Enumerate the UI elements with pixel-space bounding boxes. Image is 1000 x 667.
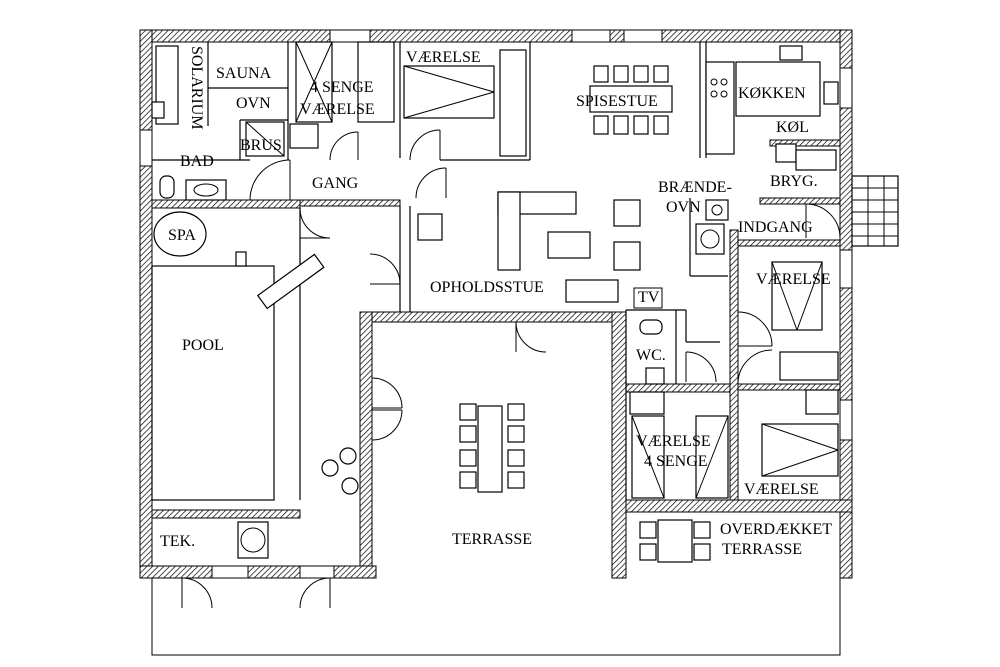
- living-furniture: [417, 191, 641, 303]
- wardrobe-bottom: [805, 389, 839, 415]
- label-braendeovn-line2: OVN: [666, 199, 701, 216]
- label-vaerelse-right: VÆRELSE: [756, 271, 831, 288]
- label-sauna: SAUNA: [216, 65, 272, 82]
- bunk-bed-2: [357, 41, 395, 123]
- window-top-3: [623, 29, 663, 43]
- tv-box: [633, 287, 663, 309]
- chair-2: [339, 447, 357, 465]
- wardrobe-4senge: [289, 123, 319, 149]
- double-bed-top: [403, 65, 495, 119]
- window-top-1: [329, 29, 371, 43]
- label-brus: BRUS: [240, 137, 282, 154]
- spa-tub: [153, 211, 207, 257]
- label-gang: GANG: [312, 175, 359, 192]
- label-spisestue: SPISESTUE: [576, 93, 658, 110]
- label-4senge-line1: 4 SENGE: [310, 79, 374, 96]
- label-overdaekket-line1: OVERDÆKKET: [720, 521, 832, 538]
- label-tv: TV: [638, 289, 660, 306]
- lounger: [256, 253, 325, 310]
- wardrobe-right: [779, 351, 839, 381]
- sink-wc: [645, 367, 665, 385]
- wood-stove: [705, 199, 729, 221]
- window-right-1: [839, 67, 853, 109]
- wall-left: [139, 29, 153, 579]
- label-vaerelse4-line2: 4 SENGE: [644, 453, 708, 470]
- covered-terrace-dining: [639, 519, 711, 563]
- label-koel: KØL: [776, 119, 809, 136]
- wall-right: [839, 29, 853, 579]
- sink-bad: [185, 179, 227, 201]
- wardrobe-4senge-right: [629, 391, 665, 415]
- doors: [181, 129, 841, 609]
- label-vaerelse-top: VÆRELSE: [406, 49, 481, 66]
- dishwasher: [779, 45, 803, 61]
- kitchen-sink: [823, 81, 839, 105]
- label-vaerelse-bottom: VÆRELSE: [744, 481, 819, 498]
- partitions: [152, 42, 728, 500]
- kitchen-counter-right: [735, 61, 821, 117]
- label-ovn: OVN: [236, 95, 271, 112]
- window-right-2: [839, 249, 853, 289]
- room-labels: SOLARIUM SAUNA OVN BRUS BAD 4 SENGE VÆRE…: [160, 46, 832, 558]
- label-overdaekket-line2: TERRASSE: [722, 541, 802, 558]
- bed-vaerelse-bottom: [761, 423, 839, 477]
- entrance-steps: [851, 175, 899, 247]
- label-indgang: INDGANG: [738, 219, 813, 236]
- fridge: [775, 143, 797, 163]
- label-4senge-line2: VÆRELSE: [300, 101, 375, 118]
- terrace-outline: [151, 578, 841, 656]
- chair-1: [321, 459, 339, 477]
- chair-3: [341, 477, 359, 495]
- dining-table: [589, 85, 673, 113]
- label-pool: POOL: [182, 337, 224, 354]
- label-tek: TEK.: [160, 533, 195, 550]
- terrace-dining: [459, 403, 525, 493]
- boiler-tank: [237, 521, 269, 559]
- window-left-1: [139, 129, 153, 167]
- kitchen-counter-left: [705, 61, 735, 155]
- toilet-wc: [639, 319, 663, 335]
- wall-top: [139, 29, 853, 43]
- counter-bryg: [795, 149, 837, 171]
- label-wc: WC.: [636, 347, 666, 364]
- window-bottom-2: [299, 565, 335, 579]
- label-vaerelse4-line1: VÆRELSE: [636, 433, 711, 450]
- label-koekken: KØKKEN: [738, 85, 806, 102]
- label-opholdsstue: OPHOLDSSTUE: [430, 279, 544, 296]
- wardrobe-top: [499, 49, 527, 157]
- label-solarium: SOLARIUM: [188, 46, 205, 130]
- window-bottom-1: [211, 565, 249, 579]
- toilet-bad: [159, 175, 175, 199]
- pool-basin: [151, 265, 275, 501]
- label-terrasse: TERRASSE: [452, 531, 532, 548]
- internal-walls: [151, 139, 853, 579]
- washing-machine: [695, 223, 725, 255]
- window-right-3: [839, 399, 853, 441]
- wall-bottom-left: [139, 565, 377, 579]
- label-spa: SPA: [168, 227, 196, 244]
- bed-vaerelse-right: [771, 261, 823, 331]
- label-braendeovn-line1: BRÆNDE-: [658, 179, 732, 196]
- solarium-control: [151, 101, 165, 119]
- label-bryg: BRYG.: [770, 173, 818, 190]
- pool-ladder: [235, 251, 247, 267]
- label-bad: BAD: [180, 153, 214, 170]
- window-top-2: [571, 29, 611, 43]
